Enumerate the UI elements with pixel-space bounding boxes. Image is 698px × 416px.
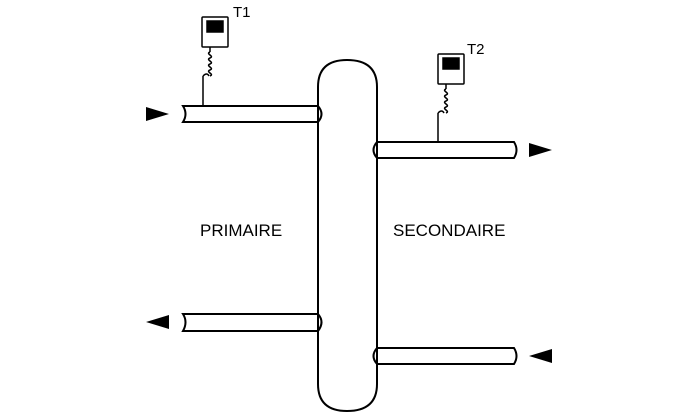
sensor-t1-label: T1 (233, 4, 251, 21)
junction-mark (372, 347, 378, 365)
sensor-t2-label: T2 (467, 41, 485, 58)
flow-in-arrow-icon (146, 107, 169, 121)
primary-circuit-label: PRIMAIRE (200, 221, 283, 240)
junction-mark (372, 141, 378, 159)
hydraulic-separator-vessel (317, 58, 378, 413)
secondary-circuit-label: SECONDAIRE (393, 221, 506, 240)
primary-return-pipe (181, 313, 323, 332)
flow-out-arrow-icon (146, 315, 169, 329)
secondary-return-pipe (373, 347, 518, 365)
secondary-supply-pipe (373, 141, 518, 159)
thermostat-t2-icon (437, 53, 465, 142)
junction-mark (317, 105, 323, 123)
primary-supply-pipe (181, 105, 323, 123)
thermostat-t1-icon (201, 16, 229, 106)
flow-in-arrow-icon (529, 349, 552, 363)
junction-mark (317, 313, 323, 332)
flow-out-arrow-icon (529, 143, 552, 157)
